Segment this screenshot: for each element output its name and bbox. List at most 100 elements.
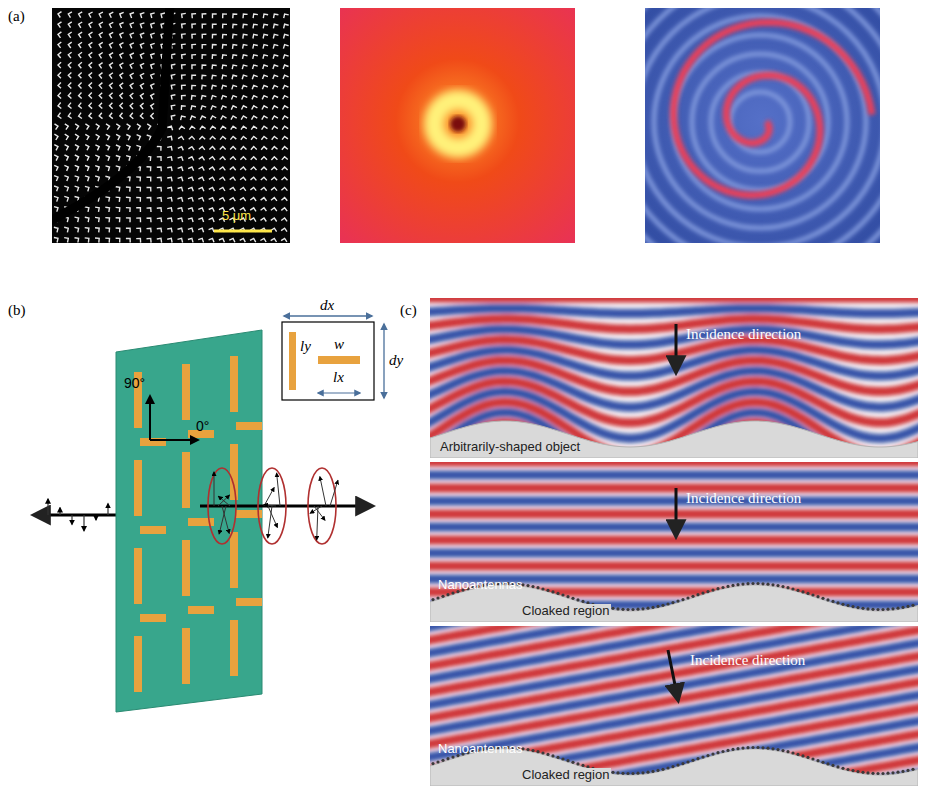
polarization-arrow [95,515,96,520]
nanoantenna-dot [441,759,444,762]
vertical-antenna [182,540,190,596]
nanoantenna-dot [866,771,869,774]
angle-label: 0° [196,419,209,434]
vertical-antenna [230,532,238,588]
nanoantenna-dot [836,601,839,604]
nanoantenna-dot [881,608,884,611]
direction-label: Incidence direction [686,326,801,343]
circular-polarization [258,468,286,544]
vertical-antenna [134,460,142,516]
region-label: Cloaked region [520,768,611,782]
sem-image [52,8,290,243]
nanoantenna-dot [831,600,834,603]
nanoantenna-dot [686,760,689,763]
nanoantenna-dot [821,597,824,600]
nanoantenna-dot [661,604,664,607]
nanoantenna-dot [886,608,889,611]
donut-ring [434,100,482,148]
nanoantenna-dot [851,769,854,772]
horizontal-antenna [236,598,262,606]
nanoantenna-dot [801,754,804,757]
object-surface [430,421,918,458]
nanoantenna-dot [671,601,674,604]
polarization-arrow [71,515,72,524]
nanoantenna-dot [706,590,709,593]
object-label: Arbitrarily-shaped object [438,440,582,454]
nanoantenna-dot [901,770,904,773]
vertical-antenna [230,444,238,500]
nanoantenna-dot [811,757,814,760]
nanoantenna-dot [556,592,559,595]
horizontal-antenna [140,526,166,534]
wave-bands [430,462,918,622]
unit-cell [282,322,374,400]
nanoantenna-dot [541,751,544,754]
nanoantenna-dot [911,604,914,607]
nanoantenna-dot [631,772,634,775]
nanoantenna-dot [691,759,694,762]
nanoantenna-dot [621,608,624,611]
nanoantenna-dot [581,764,584,767]
wave-front [430,536,918,545]
nanoantenna-dot [666,602,669,605]
nanoantenna-dot [726,585,729,588]
nanoantenna-dot [846,768,849,771]
nanoantenna-dot [626,608,629,611]
nanoantenna-dot [646,607,649,610]
nanoantenna-dot [716,587,719,590]
field-arrow [268,506,272,538]
nanoantenna-dot [531,749,534,752]
circular-polarization [308,468,336,544]
wave-front [430,549,918,558]
nanoantenna-dot [721,586,724,589]
nanoantenna-dot [571,597,574,600]
nanoantenna-dot [541,587,544,590]
dimension-label: dy [389,352,403,369]
nanoantenna-dot [886,772,889,775]
nanoantenna-dot [871,608,874,611]
field-arrow [317,506,318,540]
nanoantenna-dot [861,607,864,610]
nanoantenna-dot [616,771,619,774]
panel-letter: (a) [8,8,25,25]
nanoantenna-dot [741,747,744,750]
vertical-antenna [182,364,190,420]
nanoantenna-dot [671,765,674,768]
nanoantenna-dot [651,770,654,773]
vertical-antenna [134,548,142,604]
nanoantenna-dot [761,582,764,585]
nanoantenna-dot [446,757,449,760]
scale-bar [214,230,272,233]
nanoantenna-dot [436,760,439,763]
nanoantenna-dot [631,608,634,611]
field-panel [430,626,918,786]
nanoantenna-dot [816,595,819,598]
antenna-label: Nanoantennas [438,578,523,592]
nanoantenna-dot [641,771,644,774]
nanoantenna-dot [676,764,679,767]
nanoantenna-dot [741,583,744,586]
nanoantenna-dot [781,749,784,752]
nanoantenna-dot [551,590,554,593]
nanoantenna-dot [736,583,739,586]
horizontal-antenna [188,606,214,614]
interference-background [645,8,880,243]
nanoantenna-dot [686,596,689,599]
nanoantenna-dot [756,746,759,749]
nanoantenna-dot [751,582,754,585]
nanoantenna-dot [696,593,699,596]
nanoantenna-dot [851,605,854,608]
dimension-label: dx [320,297,334,314]
nanoantenna-dot [656,605,659,608]
nanoantenna-dot [646,771,649,774]
dimension-label: w [334,336,344,353]
incidence-arrow [668,650,678,700]
nanoantenna-dot [746,746,749,749]
nanoantenna-dot [726,749,729,752]
nanoantenna-dot [666,766,669,769]
nanoantenna-dot [771,747,774,750]
vertical-antenna [230,356,238,412]
nanoantenna-dot [801,590,804,593]
dimension-label: ly [300,338,311,355]
